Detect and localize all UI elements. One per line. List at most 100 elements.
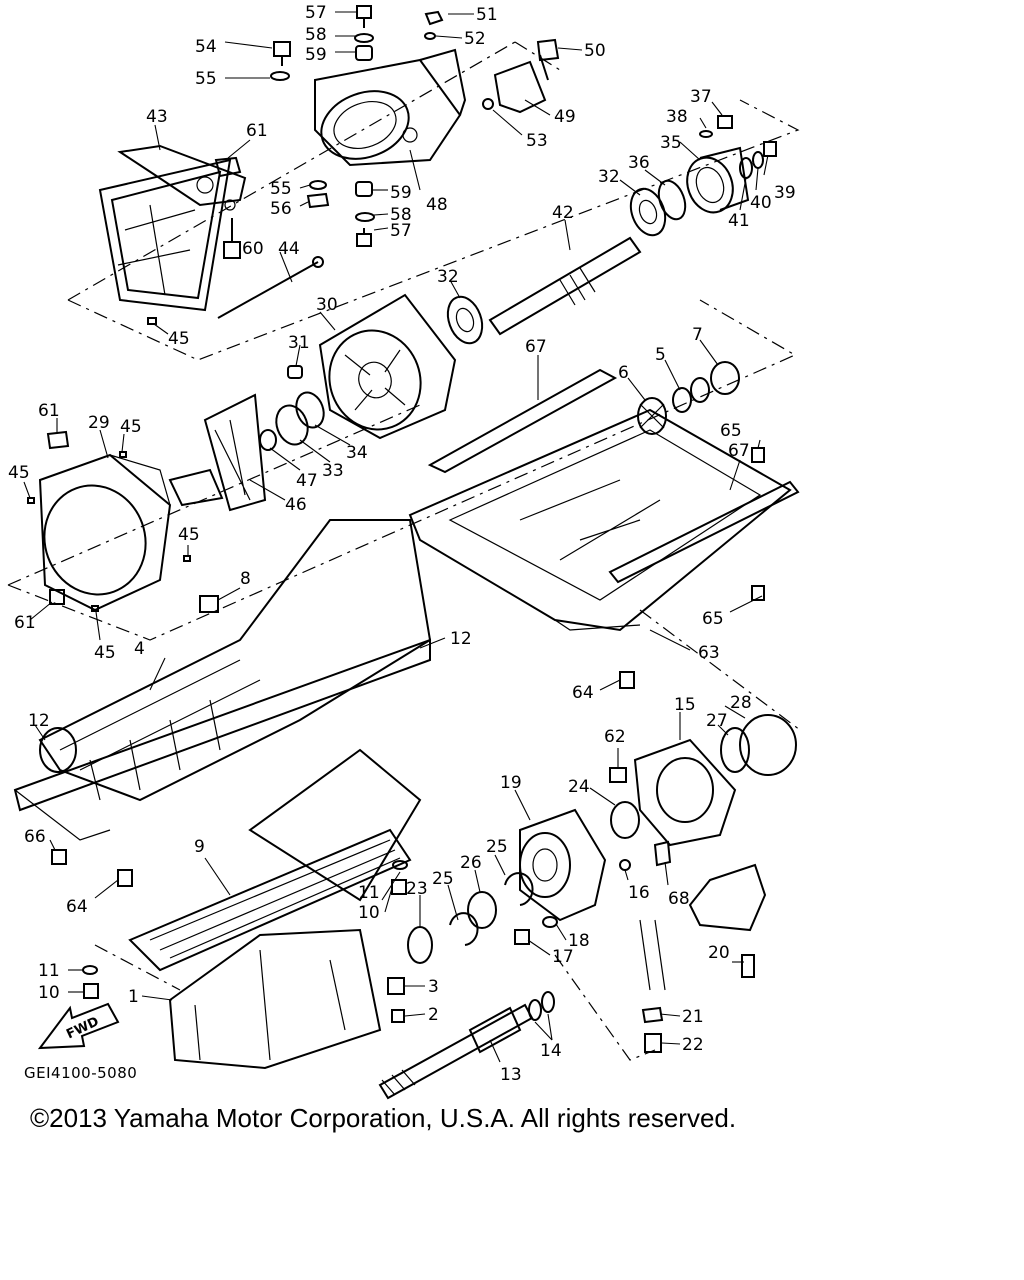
washer-11-left bbox=[82, 965, 98, 975]
washer-38 bbox=[699, 130, 713, 138]
bolt-64-mid bbox=[619, 671, 635, 689]
bolt-65-top bbox=[751, 447, 765, 463]
lever-49 bbox=[493, 54, 549, 114]
bearing-32-lower bbox=[446, 295, 484, 345]
callout-48: 48 bbox=[426, 195, 448, 215]
fwd-arrow: FWD bbox=[37, 1002, 120, 1050]
drawing-code: GEI4100-5080 bbox=[24, 1064, 138, 1082]
pin-45-a bbox=[119, 451, 127, 458]
seal-33 bbox=[275, 404, 309, 446]
nut-2 bbox=[391, 1009, 405, 1023]
callout-36: 36 bbox=[628, 153, 650, 173]
callout-11b: 11 bbox=[38, 961, 60, 981]
oring-41 bbox=[739, 157, 753, 179]
callout-10b: 10 bbox=[38, 983, 60, 1003]
bolt-66 bbox=[51, 849, 67, 865]
screw-53 bbox=[482, 98, 494, 110]
callout-41: 41 bbox=[728, 211, 750, 231]
bolt-62 bbox=[609, 767, 627, 783]
shaft-42 bbox=[488, 236, 642, 336]
callout-65b: 65 bbox=[702, 609, 724, 629]
callout-12b: 12 bbox=[28, 711, 50, 731]
washer-52 bbox=[424, 32, 436, 40]
callout-7: 7 bbox=[692, 325, 703, 345]
oring-14-a bbox=[528, 999, 542, 1021]
pin-45-upper bbox=[147, 317, 157, 325]
oring-27 bbox=[720, 727, 750, 773]
bolt-65-lower bbox=[751, 585, 765, 601]
washer-5-b bbox=[672, 387, 692, 413]
leader-lines bbox=[23, 11, 769, 1063]
copyright-notice: ©2013 Yamaha Motor Corporation, U.S.A. A… bbox=[30, 1103, 737, 1133]
callout-3: 3 bbox=[428, 977, 439, 997]
callout-45d: 45 bbox=[178, 525, 200, 545]
callout-24: 24 bbox=[568, 777, 590, 797]
stud-44 bbox=[217, 256, 324, 319]
callout-46: 46 bbox=[285, 495, 307, 515]
callout-40: 40 bbox=[750, 193, 772, 213]
callout-33: 33 bbox=[322, 461, 344, 481]
callout-67: 67 bbox=[525, 337, 547, 357]
callout-32: 32 bbox=[598, 167, 620, 187]
impeller-46 bbox=[168, 393, 267, 512]
callout-14: 14 bbox=[540, 1041, 562, 1061]
ride-plate-12 bbox=[13, 638, 431, 841]
callout-16: 16 bbox=[628, 883, 650, 903]
bearing-32-upper bbox=[629, 187, 667, 237]
callout-18: 18 bbox=[568, 931, 590, 951]
cover-1 bbox=[168, 928, 382, 1070]
callout-25b: 25 bbox=[486, 837, 508, 857]
callout-23: 23 bbox=[406, 879, 428, 899]
callout-47: 47 bbox=[296, 471, 318, 491]
plug-31 bbox=[287, 365, 303, 379]
callout-49: 49 bbox=[554, 107, 576, 127]
bolt-37 bbox=[717, 115, 733, 129]
cover-15 bbox=[633, 738, 737, 847]
callout-29: 29 bbox=[88, 413, 110, 433]
oring-28 bbox=[739, 714, 797, 776]
callout-55: 55 bbox=[195, 69, 217, 89]
callout-61b: 61 bbox=[38, 401, 60, 421]
callout-8: 8 bbox=[240, 569, 251, 589]
callout-57b: 57 bbox=[390, 221, 412, 241]
callout-2: 2 bbox=[428, 1005, 439, 1025]
hose-20 bbox=[639, 919, 755, 991]
callout-6: 6 bbox=[618, 363, 629, 383]
callout-65: 65 bbox=[720, 421, 742, 441]
group-outline-middle bbox=[7, 299, 797, 641]
callout-4: 4 bbox=[134, 639, 145, 659]
callout-25: 25 bbox=[432, 869, 454, 889]
washer-55-mid bbox=[309, 180, 327, 190]
callout-55b: 55 bbox=[270, 179, 292, 199]
nut-56 bbox=[306, 192, 330, 209]
clip-25-left bbox=[449, 912, 479, 946]
fitting-22 bbox=[644, 1033, 662, 1053]
group-outline-upper bbox=[67, 41, 800, 361]
seal-23 bbox=[407, 926, 433, 964]
washer-5-a bbox=[690, 377, 710, 403]
jet-pump-exploded-diagram: FWD bbox=[7, 3, 801, 1100]
nozzle-housing-29 bbox=[38, 453, 172, 612]
callout-21: 21 bbox=[682, 1007, 704, 1027]
callout-62: 62 bbox=[604, 727, 626, 747]
washer-18 bbox=[542, 916, 558, 928]
collar-59-top bbox=[355, 45, 373, 61]
callout-9: 9 bbox=[194, 837, 205, 857]
intake-grate-9 bbox=[128, 748, 422, 972]
callout-34: 34 bbox=[346, 443, 368, 463]
callout-68: 68 bbox=[668, 889, 690, 909]
callout-52: 52 bbox=[464, 29, 486, 49]
bolt-57-mid bbox=[356, 228, 372, 247]
callout-44: 44 bbox=[278, 239, 300, 259]
callout-11: 11 bbox=[358, 883, 380, 903]
bearing-26 bbox=[467, 891, 497, 929]
callout-37: 37 bbox=[690, 87, 712, 107]
washer-11-right bbox=[392, 860, 408, 870]
callout-labels: 57 51 58 52 54 59 50 55 43 61 49 53 37 3… bbox=[8, 3, 796, 1085]
bolt-57-top bbox=[356, 5, 372, 28]
oring-14-b bbox=[541, 991, 555, 1013]
callout-1: 1 bbox=[128, 987, 139, 1007]
callout-5: 5 bbox=[655, 345, 666, 365]
group-outline-lower bbox=[94, 609, 801, 1061]
callout-57: 57 bbox=[305, 3, 327, 23]
